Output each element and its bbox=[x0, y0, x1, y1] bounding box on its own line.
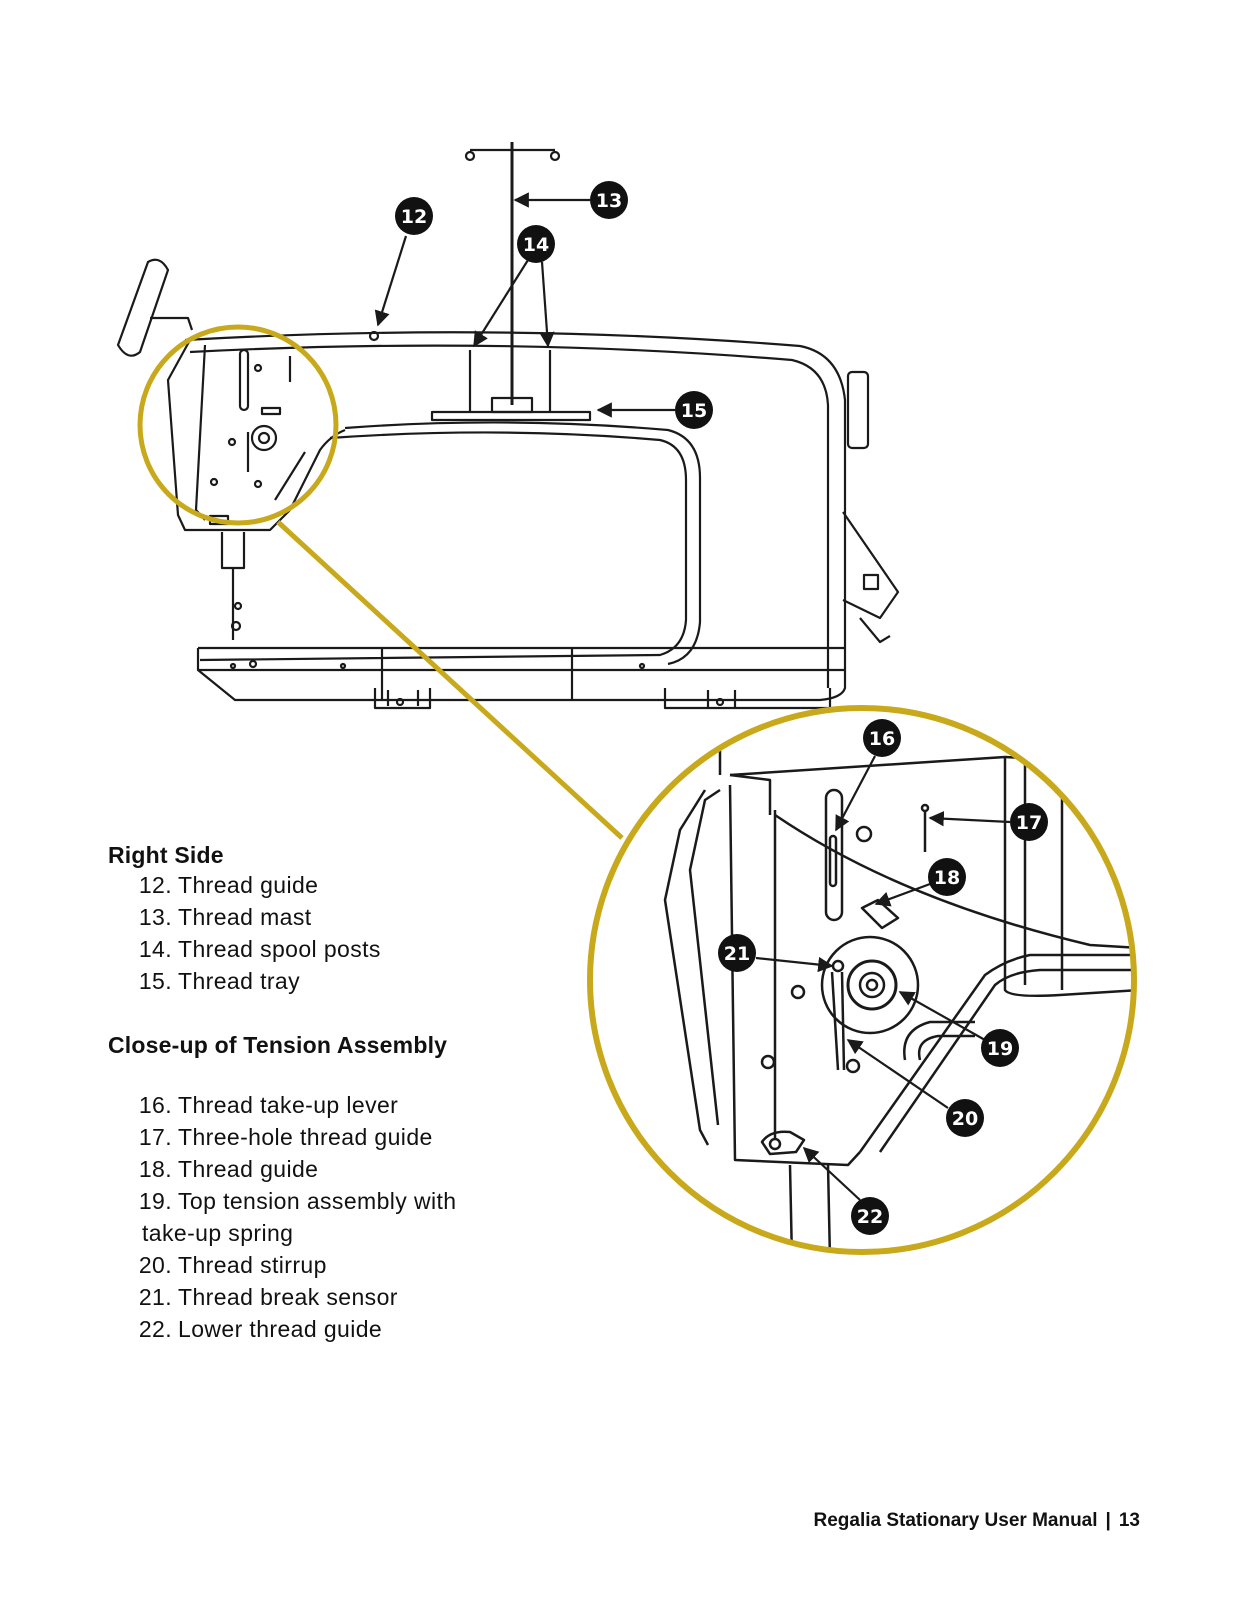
callout-13: 13 bbox=[590, 181, 628, 219]
list-item: 15.Thread tray bbox=[138, 968, 301, 994]
svg-text:15: 15 bbox=[681, 400, 707, 422]
svg-text:22: 22 bbox=[857, 1206, 883, 1228]
svg-text:16: 16 bbox=[869, 728, 895, 750]
list-item: 22.Lower thread guide bbox=[138, 1316, 383, 1342]
callout-20: 20 bbox=[946, 1099, 984, 1137]
manual-title: Regalia Stationary User Manual bbox=[813, 1510, 1098, 1531]
svg-text:13: 13 bbox=[596, 190, 622, 212]
footer-separator: | bbox=[1105, 1510, 1111, 1531]
leader-lines bbox=[374, 192, 1011, 1201]
closeup-list: 16.Thread take-up lever 17.Three-hole th… bbox=[108, 1089, 456, 1345]
svg-text:12: 12 bbox=[401, 206, 427, 228]
list-item: 21.Thread break sensor bbox=[138, 1284, 398, 1310]
svg-text:17: 17 bbox=[1016, 812, 1042, 834]
right-side-heading: Right Side bbox=[108, 842, 224, 868]
list-item: 14.Thread spool posts bbox=[138, 936, 381, 962]
svg-text:14: 14 bbox=[523, 234, 549, 256]
callout-18: 18 bbox=[928, 858, 966, 896]
right-side-list: 12.Thread guide 13.Thread mast 14.Thread… bbox=[108, 869, 381, 997]
callout-12: 12 bbox=[395, 197, 433, 235]
closeup-heading: Close-up of Tension Assembly bbox=[108, 1032, 448, 1058]
page-footer: Regalia Stationary User Manual | 13 bbox=[813, 1510, 1140, 1532]
list-item: 16.Thread take-up lever bbox=[138, 1092, 399, 1118]
callout-19: 19 bbox=[981, 1029, 1019, 1067]
svg-text:19: 19 bbox=[987, 1038, 1013, 1060]
callout-21: 21 bbox=[718, 934, 756, 972]
closeup-ring bbox=[587, 705, 1137, 1255]
list-item: 19.Top tension assembly with bbox=[138, 1188, 457, 1214]
list-item: 12.Thread guide bbox=[138, 872, 319, 898]
zoom-indicator bbox=[137, 324, 624, 840]
list-item: 17.Three-hole thread guide bbox=[138, 1124, 433, 1150]
page-number: 13 bbox=[1118, 1510, 1140, 1531]
svg-text:21: 21 bbox=[724, 943, 750, 965]
callout-15: 15 bbox=[675, 391, 713, 429]
list-item: 20.Thread stirrup bbox=[138, 1252, 327, 1278]
callout-14: 14 bbox=[517, 225, 555, 263]
closeup-detail bbox=[663, 745, 1134, 1252]
closeup-section: Close-up of Tension Assembly 16.Thread t… bbox=[108, 1032, 456, 1345]
callout-16: 16 bbox=[863, 719, 901, 757]
machine-outline bbox=[116, 142, 900, 710]
callout-17: 17 bbox=[1010, 803, 1048, 841]
list-item: 18.Thread guide bbox=[138, 1156, 319, 1182]
callout-22: 22 bbox=[851, 1197, 889, 1235]
svg-text:20: 20 bbox=[952, 1108, 978, 1130]
svg-text:18: 18 bbox=[934, 867, 960, 889]
list-item-continuation: take-up spring bbox=[142, 1220, 294, 1246]
list-item: 13.Thread mast bbox=[138, 904, 312, 930]
right-side-section: Right Side 12.Thread guide 13.Thread mas… bbox=[108, 842, 381, 997]
